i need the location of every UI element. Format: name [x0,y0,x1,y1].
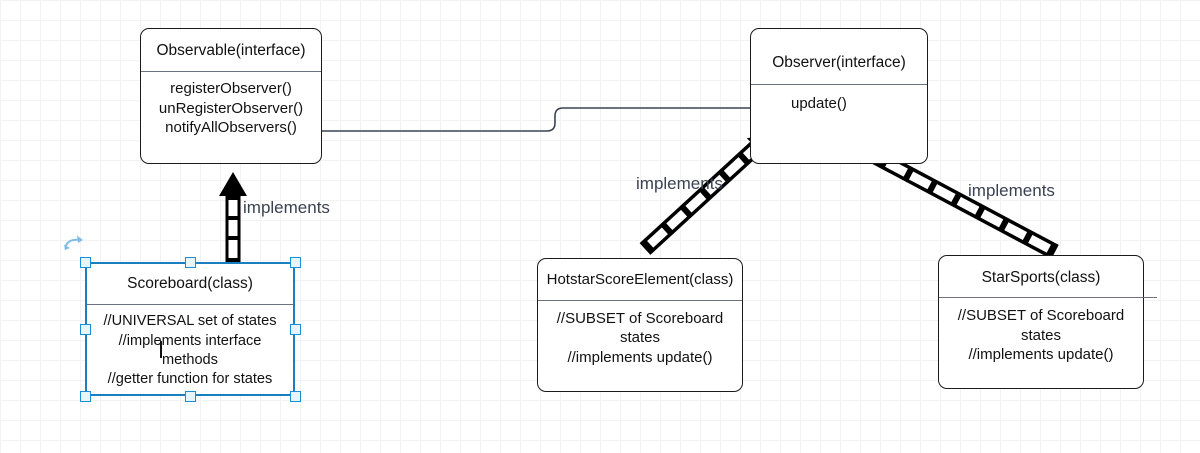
class-divider [939,297,1157,299]
class-members-hotstarscoreelement: //SUBSET of Scoreboard states //implemen… [556,309,724,366]
edge-label-implements-scoreboard: implements [243,198,330,217]
resize-handle-bottom-left[interactable] [79,390,91,402]
class-members-starsports: //SUBSET of Scoreboard states //implemen… [957,307,1125,364]
resize-handle-top-right[interactable] [289,256,301,268]
class-divider [86,304,294,306]
resize-handle-top-center[interactable] [184,256,196,268]
class-box-scoreboard[interactable]: Scoreboard(class) //UNIVERSAL set of sta… [85,262,295,396]
class-title-starsports: StarSports(class) [981,269,1101,286]
class-divider [751,84,927,86]
class-box-hotstarscoreelement[interactable]: HotstarScoreElement(class) //SUBSET of S… [537,258,743,392]
edge-label-implements-starsports: implements [968,181,1055,200]
text-caret [160,341,163,358]
class-members-scoreboard: //UNIVERSAL set of states //implements i… [103,313,277,388]
class-box-observer[interactable]: Observer(interface) update() [750,28,928,164]
class-title-scoreboard: Scoreboard(class) [127,275,253,292]
class-members-observer: update() [791,95,847,113]
resize-handle-middle-right[interactable] [289,323,301,335]
class-divider [141,71,321,73]
resize-handle-top-left[interactable] [79,256,91,268]
resize-handle-bottom-right[interactable] [289,390,301,402]
rotate-handle-icon[interactable] [62,232,86,256]
class-title-observable: Observable(interface) [156,42,306,59]
class-box-starsports[interactable]: StarSports(class) //SUBSET of Scoreboard… [938,255,1157,389]
class-members-observable: registerObserver() unRegisterObserver() … [158,80,304,137]
resize-handle-middle-left[interactable] [79,323,91,335]
edge-label-implements-hotstar: implements [636,174,723,193]
class-title-observer: Observer(interface) [772,54,906,71]
resize-handle-bottom-center[interactable] [184,390,196,402]
class-box-observable[interactable]: Observable(interface) registerObserver()… [140,28,322,164]
class-title-hotstarscoreelement: HotstarScoreElement(class) [546,271,734,288]
edge-notify-to-update [310,101,806,132]
class-divider [538,299,742,301]
